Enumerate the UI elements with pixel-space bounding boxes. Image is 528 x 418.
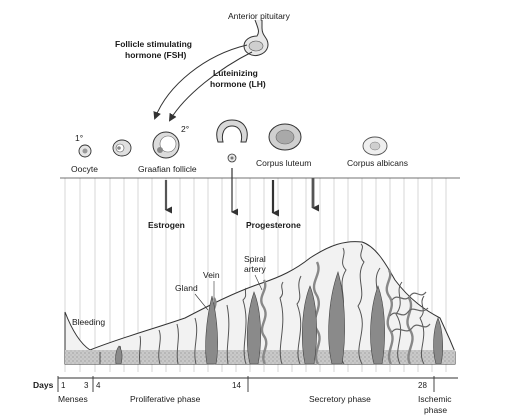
lh-label-line2: hormone (LH) xyxy=(210,79,266,89)
day-tick-3: 3 xyxy=(84,381,89,390)
oocyte-label: Oocyte xyxy=(71,164,98,174)
secondary-follicle-mark: 2° xyxy=(181,124,189,134)
gland-pointer xyxy=(194,293,209,311)
corpus-albicans-label: Corpus albicans xyxy=(347,158,408,168)
hormone-arrows xyxy=(164,168,319,217)
ischemic-phase-label-line1: Ischemic xyxy=(418,394,452,404)
primary-follicle-mark: 1° xyxy=(75,133,83,143)
corpus-luteum-icon xyxy=(268,123,302,151)
day-tick-4: 4 xyxy=(96,381,101,390)
menses-phase-label: Menses xyxy=(58,394,88,404)
day-tick-28: 28 xyxy=(418,381,427,390)
ischemic-phase-label-line2: phase xyxy=(424,405,447,415)
graafian-follicle-icon xyxy=(152,131,180,159)
anterior-pituitary-icon xyxy=(243,19,269,56)
day-tick-14: 14 xyxy=(232,381,241,390)
day-tick-1: 1 xyxy=(61,381,66,390)
ischemic-tissue xyxy=(389,291,431,333)
fsh-label-line1: Follicle stimulating xyxy=(115,39,192,49)
glandular-tissue xyxy=(115,271,443,365)
progesterone-label: Progesterone xyxy=(246,220,301,230)
anterior-pituitary-label: Anterior pituitary xyxy=(228,11,291,21)
lh-arrow xyxy=(168,51,253,122)
spiral-artery-pointer xyxy=(254,274,263,291)
gland-label: Gland xyxy=(175,283,198,293)
corpus-luteum-label: Corpus luteum xyxy=(256,158,311,168)
vein-label: Vein xyxy=(203,270,220,280)
estrogen-label: Estrogen xyxy=(148,220,185,230)
secretory-phase-label: Secretory phase xyxy=(309,394,371,404)
corpus-albicans-icon xyxy=(362,136,388,156)
ovulation-icon xyxy=(216,119,248,163)
early-follicle-icon xyxy=(112,139,132,157)
bleeding-label: Bleeding xyxy=(72,317,105,327)
spiral-artery-label-line1: Spiral xyxy=(244,254,266,264)
lh-label-line1: Luteinizing xyxy=(213,68,258,78)
spiral-artery-label-line2: artery xyxy=(244,264,266,274)
proliferative-phase-label: Proliferative phase xyxy=(130,394,201,404)
fsh-arrow xyxy=(153,44,248,120)
fsh-label-line2: hormone (FSH) xyxy=(125,50,187,60)
days-label: Days xyxy=(33,380,54,390)
basal-layer xyxy=(65,350,455,364)
endometrium-outline xyxy=(64,241,456,365)
oocyte-icon xyxy=(78,144,92,158)
timeline-ticks xyxy=(57,376,435,392)
graafian-follicle-label: Graafian follicle xyxy=(138,164,197,174)
